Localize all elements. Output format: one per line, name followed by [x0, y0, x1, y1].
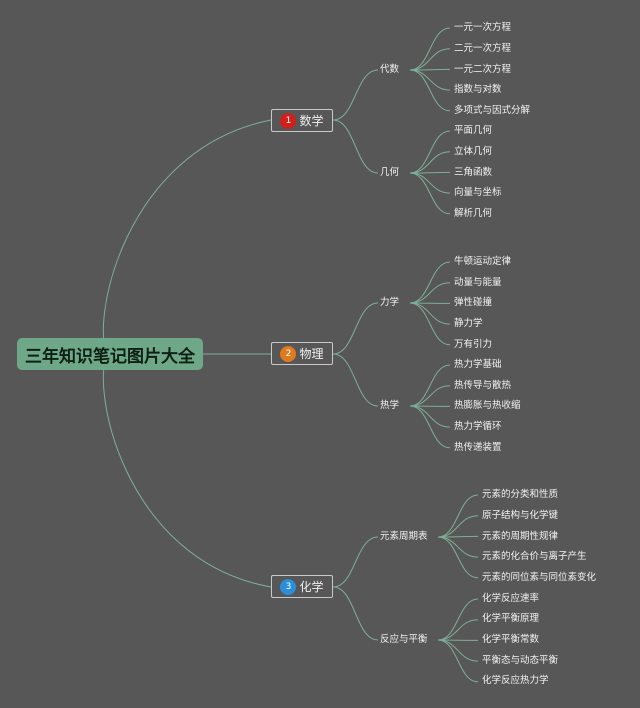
subject-to-branch-connector [332, 302, 379, 355]
leaf-node[interactable]: 牛顿运动定律 [454, 256, 512, 267]
leaf-node[interactable]: 指数与对数 [454, 84, 502, 95]
leaf-node[interactable]: 元素的同位素与同位素变化 [482, 572, 597, 583]
branch-to-leaf-connector [409, 405, 451, 449]
leaf-node[interactable]: 元素的周期性规律 [482, 531, 559, 542]
leaf-node[interactable]: 元素的化合价与离子产生 [482, 551, 587, 562]
branch-to-leaf-connector [437, 598, 479, 641]
leaf-node[interactable]: 三角函数 [454, 167, 493, 178]
subject-to-branch-connector [332, 69, 379, 121]
branch-to-leaf-connector [409, 68, 451, 71]
branch-to-leaf-connector [409, 405, 451, 428]
leaf-node[interactable]: 平面几何 [454, 125, 493, 136]
branch-to-leaf-connector [409, 282, 451, 304]
leaf-node[interactable]: 向量与坐标 [454, 187, 502, 198]
leaf-node[interactable]: 热力学循环 [454, 421, 502, 432]
priority-1-icon: 1 [280, 112, 297, 129]
branch-to-leaf-connector [437, 639, 479, 683]
branch-to-leaf-connector [409, 27, 451, 71]
branch-node[interactable]: 元素周期表 [380, 531, 428, 542]
subject-node-math[interactable]: 1 数学 [271, 109, 333, 132]
subject-label: 物理 [299, 347, 324, 361]
subject-to-branch-connector [332, 586, 379, 641]
branch-to-leaf-connector [437, 619, 479, 641]
branch-to-leaf-connector [409, 172, 451, 215]
leaf-node[interactable]: 热膨胀与热收缩 [454, 400, 521, 411]
subject-node-physics[interactable]: 2 物理 [271, 342, 333, 365]
branch-to-leaf-connector [409, 364, 451, 407]
leaf-node[interactable]: 平衡态与动态平衡 [482, 655, 559, 666]
branch-node[interactable]: 热学 [380, 400, 400, 411]
branch-to-leaf-connector [437, 536, 479, 558]
branch-to-leaf-connector [437, 494, 479, 538]
leaf-node[interactable]: 一元一次方程 [454, 22, 512, 33]
leaf-node[interactable]: 多项式与因式分解 [454, 105, 531, 116]
leaf-node[interactable]: 一元二次方程 [454, 64, 512, 75]
branch-to-leaf-connector [437, 536, 479, 579]
leaf-node[interactable]: 热传导与散热 [454, 380, 512, 391]
leaf-node[interactable]: 万有引力 [454, 339, 493, 350]
branch-to-leaf-connector [409, 151, 451, 174]
subject-to-branch-connector [332, 119, 379, 174]
subject-to-branch-connector [332, 536, 379, 588]
priority-3-icon: 3 [280, 578, 297, 595]
branch-to-leaf-connector [409, 385, 451, 407]
subject-label: 数学 [299, 114, 324, 128]
priority-2-icon: 2 [280, 345, 297, 362]
branch-to-leaf-connector [409, 302, 451, 325]
branch-node[interactable]: 反应与平衡 [380, 634, 428, 645]
branch-to-leaf-connector [409, 48, 451, 71]
leaf-node[interactable]: 二元一次方程 [454, 43, 512, 54]
leaf-node[interactable]: 元素的分类和性质 [482, 489, 559, 500]
root-node[interactable]: 三年知识笔记图片大全 [17, 338, 203, 370]
leaf-node[interactable]: 立体几何 [454, 146, 493, 157]
leaf-node[interactable]: 热传递装置 [454, 442, 502, 453]
subject-to-branch-connector [332, 353, 379, 407]
leaf-node[interactable]: 化学反应热力学 [482, 675, 549, 686]
branch-node[interactable]: 代数 [380, 64, 400, 75]
branch-node[interactable]: 力学 [380, 297, 400, 308]
leaf-node[interactable]: 解析几何 [454, 208, 493, 219]
branch-to-leaf-connector [437, 639, 479, 662]
branch-to-leaf-connector [409, 69, 451, 112]
branch-node[interactable]: 几何 [380, 167, 400, 178]
leaf-node[interactable]: 原子结构与化学键 [482, 510, 559, 521]
leaf-node[interactable]: 化学反应速率 [482, 593, 540, 604]
branch-to-leaf-connector [437, 515, 479, 538]
leaf-node[interactable]: 热力学基础 [454, 359, 502, 370]
branch-to-leaf-connector [409, 302, 451, 346]
leaf-node[interactable]: 化学平衡原理 [482, 613, 540, 624]
branch-to-leaf-connector [409, 171, 451, 174]
branch-to-leaf-connector [437, 535, 479, 538]
leaf-node[interactable]: 动量与能量 [454, 277, 502, 288]
branch-to-leaf-connector [409, 261, 451, 304]
branch-to-leaf-connector [409, 69, 451, 91]
subject-label: 化学 [299, 580, 324, 594]
leaf-node[interactable]: 静力学 [454, 318, 483, 329]
leaf-node[interactable]: 弹性碰撞 [454, 297, 493, 308]
subject-node-chemistry[interactable]: 3 化学 [271, 575, 333, 598]
branch-to-leaf-connector [409, 172, 451, 194]
root-label: 三年知识笔记图片大全 [25, 346, 195, 367]
branch-to-leaf-connector [409, 130, 451, 174]
leaf-node[interactable]: 化学平衡常数 [482, 634, 540, 645]
